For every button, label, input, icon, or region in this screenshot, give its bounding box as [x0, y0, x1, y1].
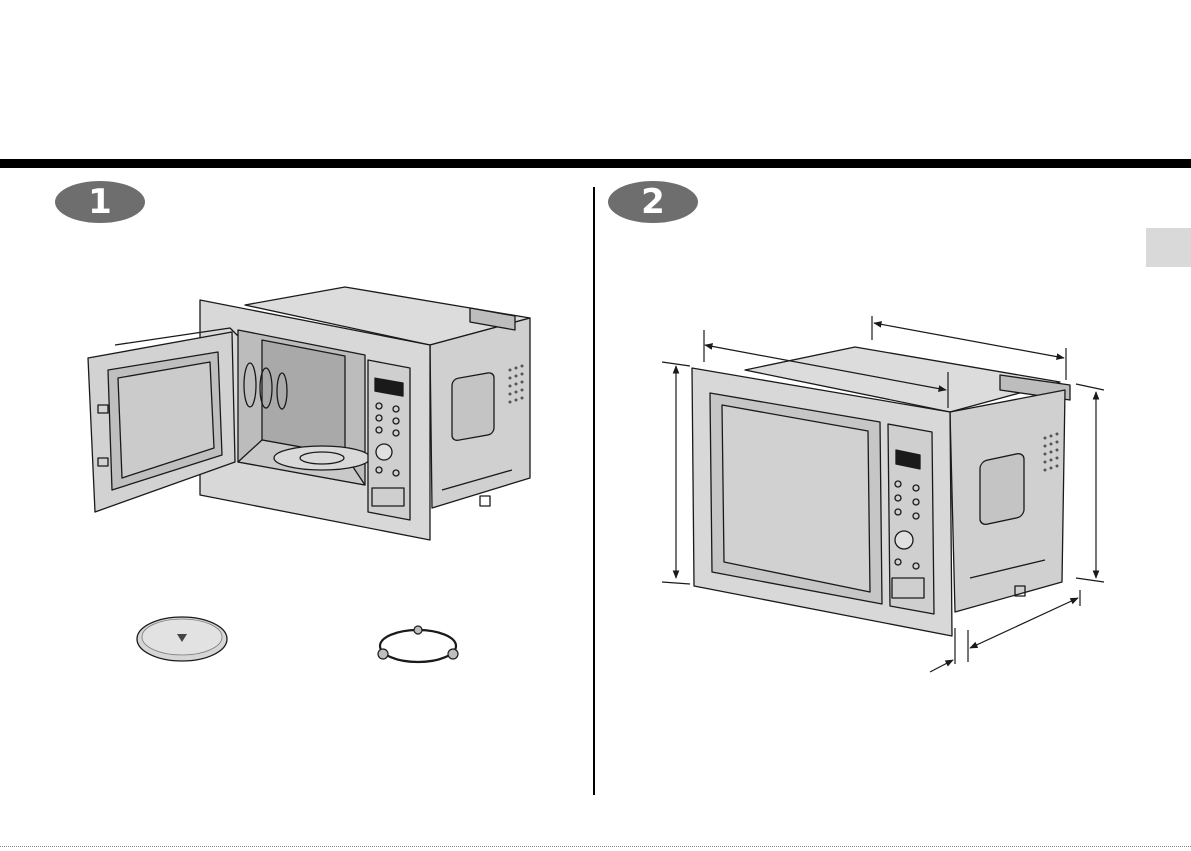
section-tab — [1146, 228, 1191, 267]
step-1-number: 1 — [54, 180, 146, 224]
footer-rule — [0, 846, 1191, 847]
header-rule — [0, 159, 1191, 168]
microwave-door-open-illustration — [80, 280, 550, 550]
glass-tray-icon — [134, 612, 230, 664]
microwave-dimensions-illustration — [660, 310, 1130, 680]
step-1-badge-icon: 1 — [54, 180, 146, 224]
step-2-badge-icon: 2 — [607, 180, 699, 224]
step-2-number: 2 — [607, 180, 699, 224]
roller-ring-icon — [372, 624, 464, 666]
column-divider — [593, 187, 595, 795]
